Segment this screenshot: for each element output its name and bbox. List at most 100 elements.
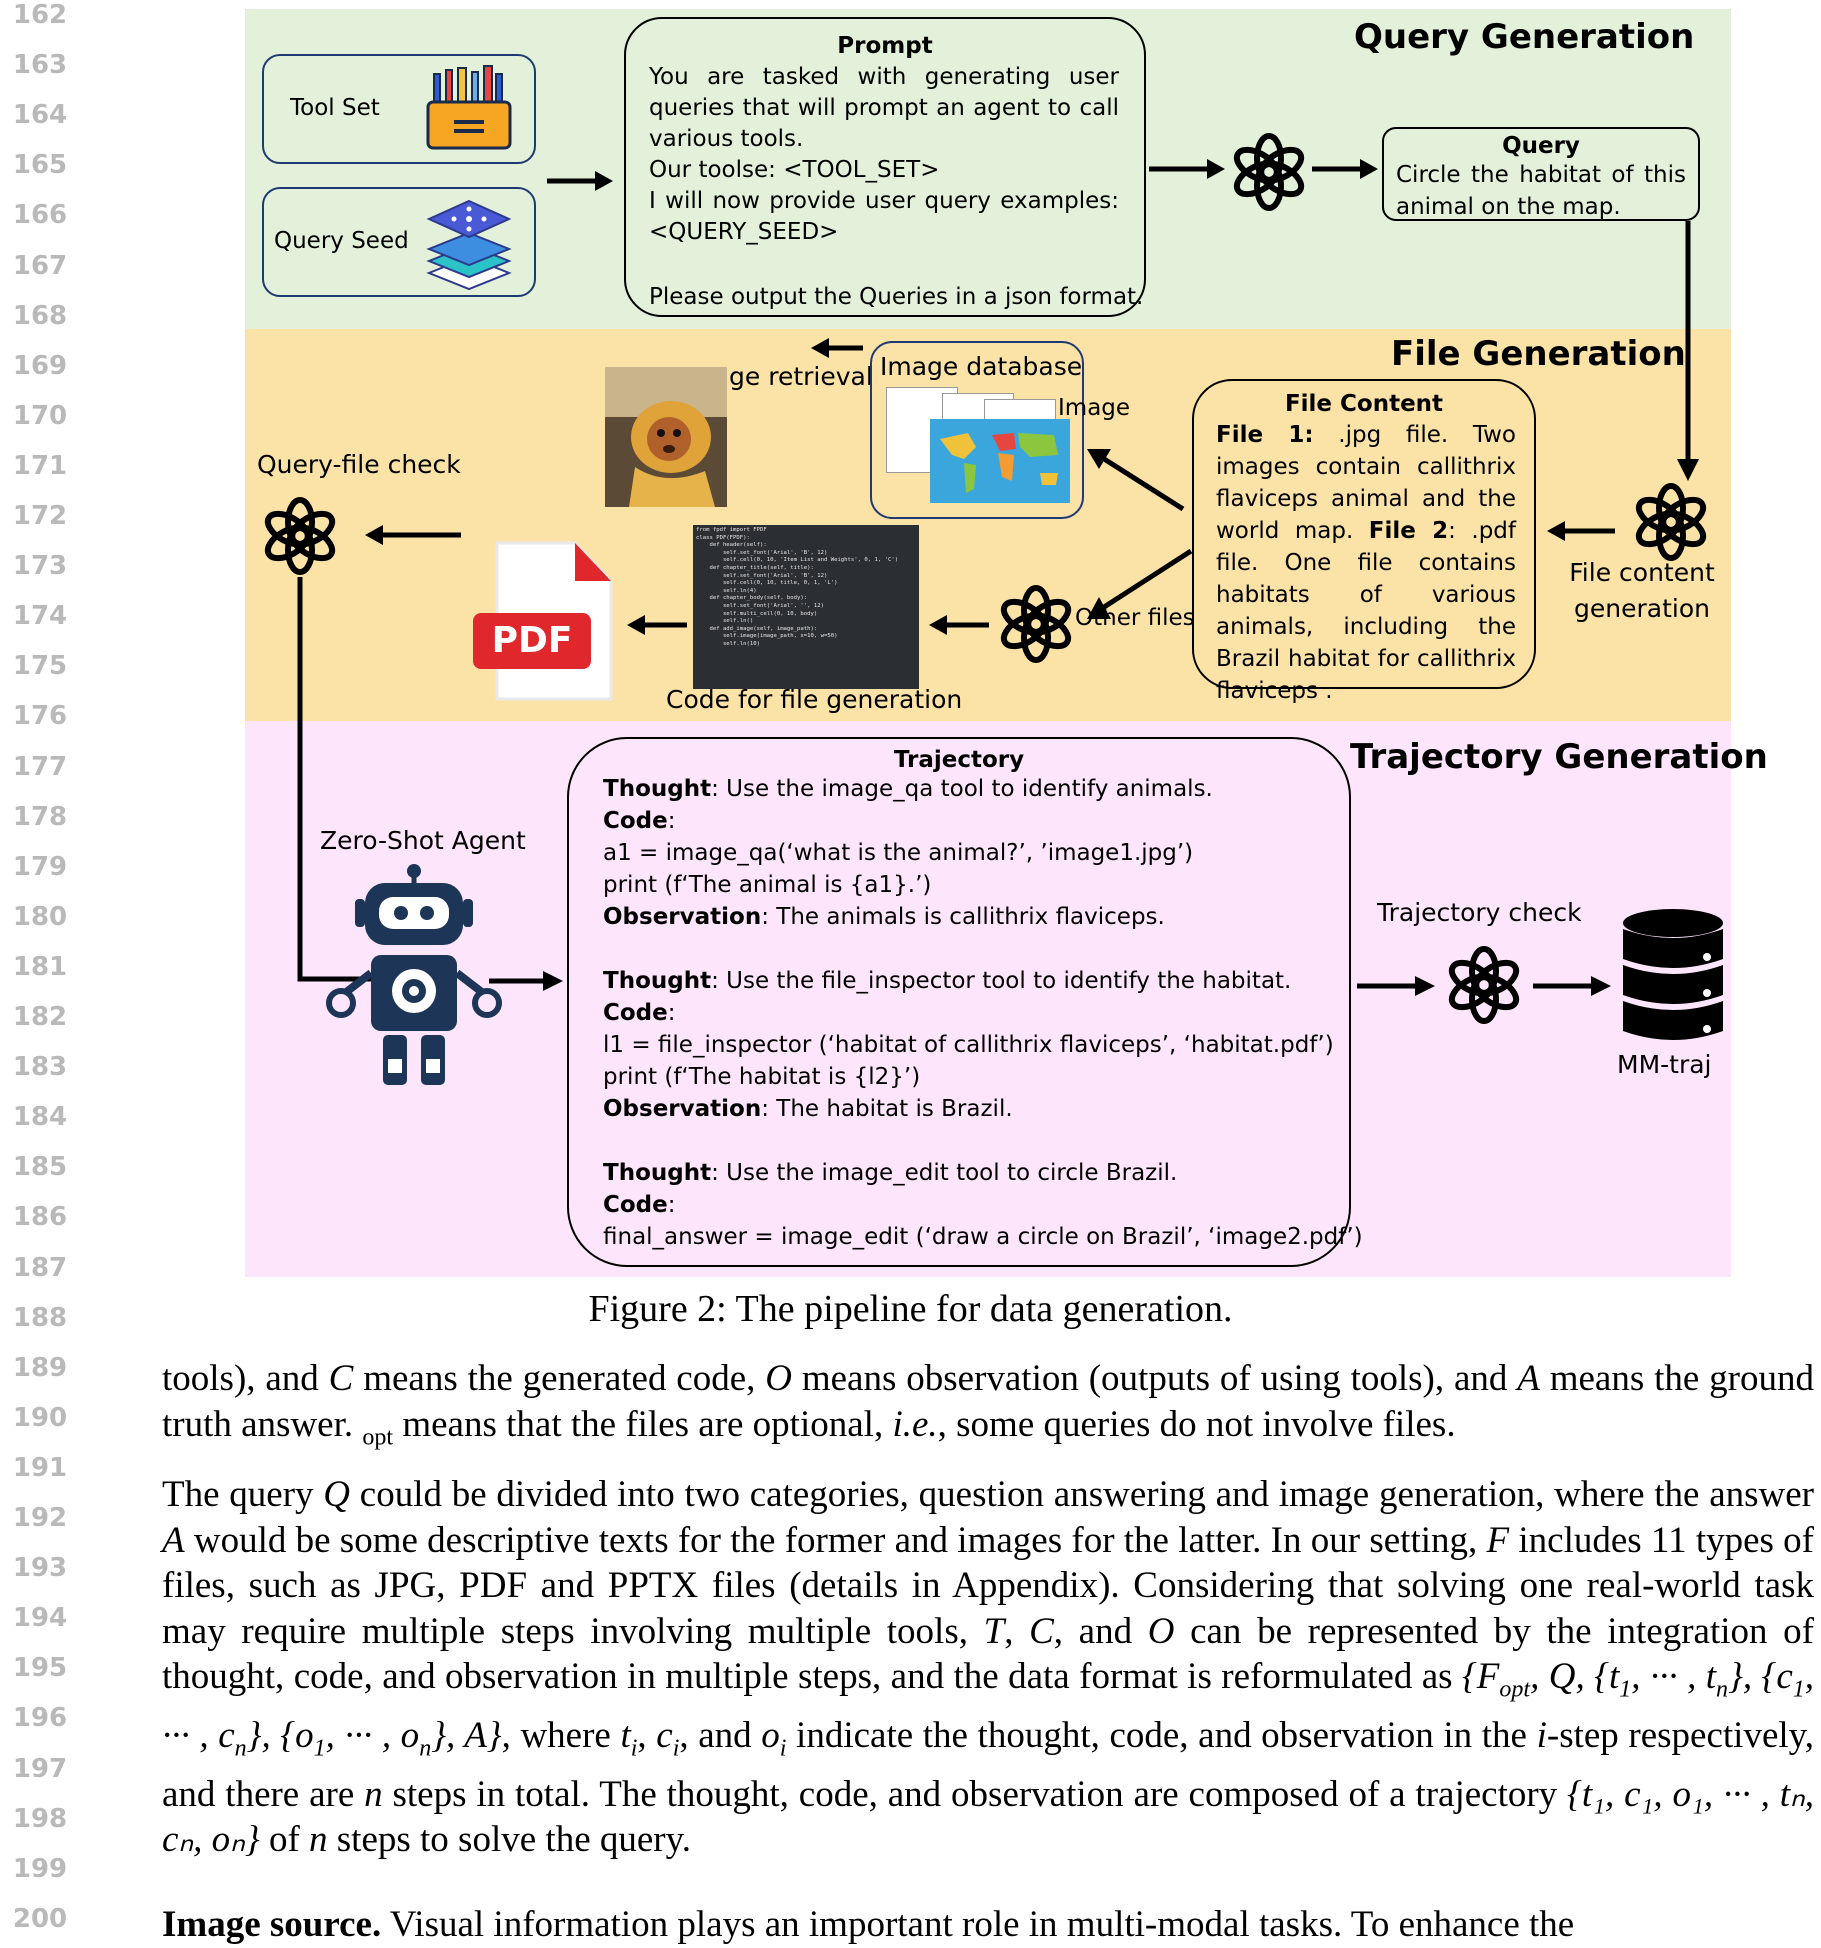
line-number: 187: [12, 1252, 68, 1283]
line-number: 185: [12, 1152, 68, 1183]
line-number: 166: [12, 200, 68, 231]
pipeline-figure: Query Generation Tool Set Query Seed: [245, 9, 1768, 1277]
line-number: 190: [12, 1402, 68, 1433]
file-content-box: File Content File 1: .jpg file. Two imag…: [1192, 379, 1536, 704]
arrow-left-icon: [1547, 521, 1615, 541]
trajectory-check-label: Trajectory check: [1377, 898, 1582, 927]
database-icon: [1623, 909, 1723, 1040]
trajectory-line: Thought: Use the file_inspector tool to …: [603, 968, 1292, 994]
line-number: 165: [12, 150, 68, 181]
query-seed-label: Query Seed: [274, 228, 409, 254]
file-content-text: File 1: .jpg file. Two images contain ca…: [1216, 419, 1516, 707]
code-line: self.cell(0, 10, 'Item List and Weights'…: [696, 557, 899, 564]
paragraph-2: The query Q could be divided into two ca…: [162, 1474, 1815, 1861]
arrow-right-icon: [547, 171, 613, 191]
line-number: 186: [12, 1202, 68, 1233]
file1-text: .jpg file. Two images contain callithrix…: [1216, 422, 1516, 544]
query-box: Query Circle the habitat of this animal …: [1382, 127, 1700, 221]
trajectory-line: final_answer = image_edit (‘draw a circl…: [603, 1224, 1363, 1250]
trajectory-steps: Thought: Use the image_qa tool to identi…: [603, 773, 1363, 1253]
line-number: 182: [12, 1002, 68, 1032]
arrow-right-icon: [1533, 976, 1611, 996]
line-number: 196: [12, 1703, 68, 1734]
arrow-left-icon: [811, 338, 863, 358]
line-number: 195: [12, 1653, 68, 1684]
trajectory-title: Trajectory: [893, 747, 1025, 773]
trajectory-line: l1 = file_inspector (‘habitat of callith…: [603, 1032, 1334, 1058]
line-number: 184: [12, 1102, 68, 1133]
world-map-icon: [930, 419, 1070, 503]
openai-logo-icon: [1635, 483, 1707, 561]
query-generation-title: Query Generation: [1354, 17, 1695, 57]
paragraph-1: tools), and C means the generated code, …: [162, 1358, 1814, 1450]
prompt-line-5: Please output the Queries in a json form…: [649, 284, 1144, 310]
file-content-title: File Content: [1284, 391, 1444, 417]
openai-logo-icon: [1233, 133, 1305, 211]
prompt-title: Prompt: [837, 33, 933, 59]
trajectory-line: Code:: [603, 808, 676, 834]
image-database-label: Image database: [880, 352, 1083, 381]
code-line: def chapter_body(self, body):: [696, 595, 808, 602]
arrow-left-icon: [929, 615, 989, 635]
query-title: Query: [1502, 133, 1580, 159]
data-format-formula: {Fopt, Q, {t1, ··· , tn}, {c1, ··· , cn}…: [162, 1656, 1815, 1762]
code-line: self.cell(0, 10, title, 0, 1, 'L'): [696, 580, 838, 587]
line-number: 180: [12, 901, 68, 932]
image-label: Image: [1058, 395, 1131, 421]
code-line: self.ln(4): [696, 587, 757, 594]
file-content-generation-label: File content generation: [1569, 558, 1715, 623]
line-number: 163: [12, 50, 68, 81]
trajectory-line: Observation: The habitat is Brazil.: [603, 1096, 1013, 1122]
other-files-label: Other files: [1075, 605, 1195, 631]
line-number: 171: [12, 450, 68, 481]
line-number: 200: [12, 1903, 68, 1934]
code-line: class PDF(FPDF):: [696, 534, 750, 541]
step-gap: [603, 1125, 1343, 1157]
line-number: 178: [12, 801, 68, 832]
code-line: self.ln(): [696, 618, 754, 625]
file2-label: File 2: [1368, 518, 1449, 544]
line-number: 179: [12, 851, 68, 882]
prompt-line-2: Our toolse: <TOOL_SET>: [649, 157, 940, 183]
line-number: 189: [12, 1352, 68, 1383]
line-number: 199: [12, 1853, 68, 1884]
line-number: 194: [12, 1603, 68, 1634]
image-database-box: Image database: [870, 341, 1084, 519]
line-number: 193: [12, 1553, 68, 1584]
line-number: 164: [12, 100, 68, 131]
trajectory-line: print (f‘The animal is {a1}.’): [603, 872, 932, 898]
trajectory-line: Code:: [603, 1000, 676, 1026]
zero-shot-agent-label: Zero-Shot Agent: [320, 826, 526, 855]
arrow-right-icon: [1312, 159, 1378, 179]
tool-set-box: Tool Set: [262, 54, 536, 164]
line-number: 168: [12, 300, 68, 331]
openai-logo-icon: [1000, 585, 1072, 663]
prompt-line-1: You are tasked with generating user quer…: [649, 64, 1119, 152]
code-line: self.ln(10): [696, 640, 760, 647]
code-for-file-generation-label: Code for file generation: [666, 685, 963, 714]
figure-caption: Figure 2: The pipeline for data generati…: [588, 1288, 1233, 1330]
code-line: self.set_font('Arial', 'B', 12): [696, 549, 828, 556]
prompt-line-3: I will now provide user query examples: …: [649, 188, 1119, 245]
trajectory-line: a1 = image_qa(‘what is the animal?’, ’im…: [603, 840, 1194, 866]
mm-traj-label: MM-traj: [1617, 1050, 1712, 1079]
file-generation-title: File Generation: [1391, 334, 1686, 374]
line-number: 162: [12, 0, 68, 30]
arrow-right-icon: [489, 971, 563, 991]
line-number: 167: [12, 250, 68, 281]
arrow-right-icon: [1149, 159, 1225, 179]
line-number: 197: [12, 1753, 68, 1784]
code-line: self.set_font('Arial', 'B', 12): [696, 572, 828, 579]
trajectory-line: Thought: Use the image_qa tool to identi…: [603, 776, 1213, 802]
trajectory-line: print (f‘The habitat is {l2}’): [603, 1064, 921, 1090]
monkey-photo-icon: [605, 367, 727, 507]
prompt-box: Prompt You are tasked with generating us…: [624, 17, 1146, 317]
query-file-check-label: Query-file check: [257, 450, 461, 479]
line-number: 174: [12, 601, 68, 632]
line-number: 198: [12, 1803, 68, 1834]
line-number: 169: [12, 350, 68, 381]
toolbox-icon: [426, 65, 512, 150]
paragraph-3: Image source. Visual information plays a…: [162, 1904, 1575, 1945]
pdf-label: PDF: [491, 620, 573, 661]
